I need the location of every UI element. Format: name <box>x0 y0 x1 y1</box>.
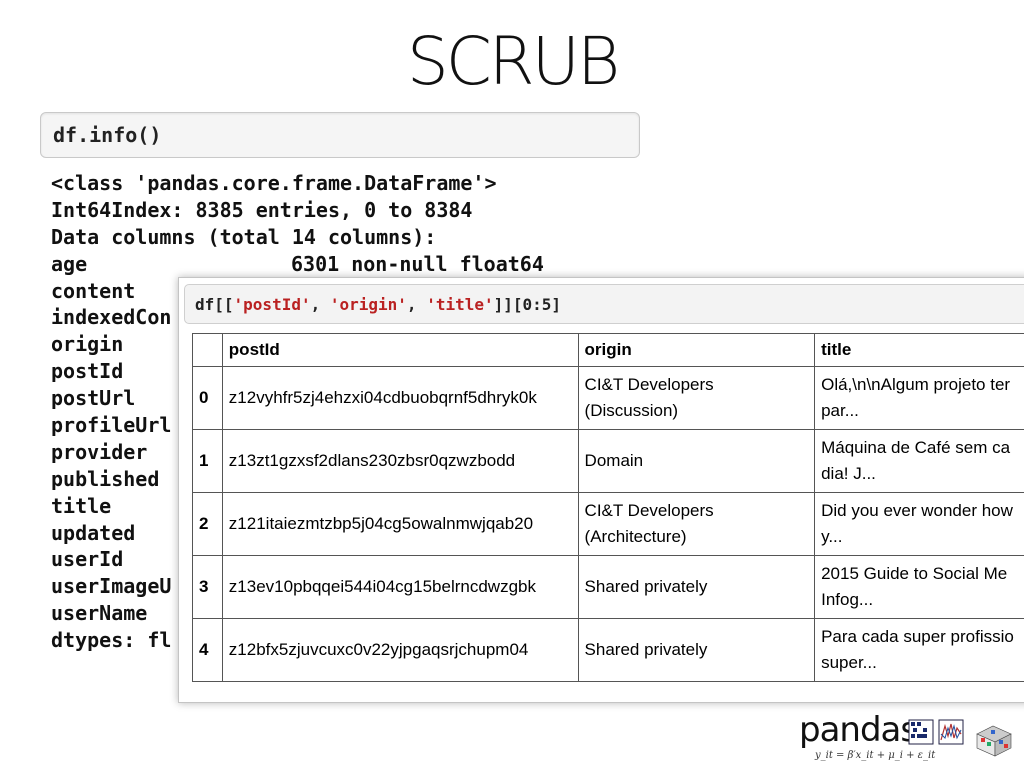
origin-line: CI&T Developers <box>584 501 714 520</box>
pandas-wordmark: pandas <box>799 710 918 750</box>
pandas-logo: pandas y_it = β′x_it + μ_i + ε_it <box>797 708 1024 768</box>
origin-line: CI&T Developers <box>584 375 714 394</box>
info-column-row: origin <box>51 331 544 358</box>
pandas-equation: y_it = β′x_it + μ_i + ε_it <box>815 750 936 761</box>
code-prefix: df[[ <box>195 295 234 314</box>
table-header-row: postId origin title <box>192 333 1024 367</box>
cell-origin: CI&T Developers (Architecture) <box>577 492 816 556</box>
header-origin: origin <box>577 333 816 367</box>
header-index <box>192 333 223 367</box>
title-line: super... <box>821 653 877 672</box>
title-line: Olá,\n\nAlgum projeto ter <box>821 375 1011 394</box>
origin-line: Shared privately <box>584 640 708 659</box>
row-index: 2 <box>192 492 223 556</box>
code-separator: , <box>310 295 330 314</box>
row-index: 3 <box>192 555 223 619</box>
cell-postid: z12vyhfr5zj4ehzxi04cdbuobqrnf5dhryk0k <box>221 366 579 430</box>
origin-line: Domain <box>584 451 644 470</box>
cell-postid: z13ev10pbqqei544i04cg15belrncdwzgbk <box>221 555 579 619</box>
table-row: 0 z12vyhfr5zj4ehzxi04cdbuobqrnf5dhryk0k … <box>192 366 1024 430</box>
info-output: <class 'pandas.core.frame.DataFrame'> In… <box>51 170 544 654</box>
origin-line: Shared privately <box>584 577 708 596</box>
info-column-row: content <box>51 278 544 305</box>
info-columns-line: Data columns (total 14 columns): <box>51 224 437 249</box>
info-column-name: indexedCon <box>51 305 172 330</box>
row-index: 1 <box>192 429 223 493</box>
info-column-row: indexedCon <box>51 304 544 331</box>
cell-origin: CI&T Developers (Discussion) <box>577 366 816 430</box>
origin-line: (Discussion) <box>584 401 679 420</box>
code-text: df[['postId', 'origin', 'title']][0:5] <box>195 295 561 314</box>
title-line: Para cada super profissio <box>821 627 1014 646</box>
title-line: Máquina de Café sem ca <box>821 438 1011 457</box>
cell-origin: Shared privately <box>577 555 816 619</box>
title-line: 2015 Guide to Social Me <box>821 564 1008 583</box>
title-line: Did you ever wonder how <box>821 501 1013 520</box>
dataframe-screenshot-panel: df[['postId', 'origin', 'title']][0:5] p… <box>178 277 1024 703</box>
pandas-chart-thumbnails-icon <box>908 719 1012 757</box>
table-row: 2 z121itaiezmtzbp5j04cg5owalnmwjqab20 CI… <box>192 492 1024 556</box>
table-row: 1 z13zt1gzxsf2dlans230zbsr0qzwzbodd Doma… <box>192 429 1024 493</box>
info-column-row: provider <box>51 439 544 466</box>
info-class-line: <class 'pandas.core.frame.DataFrame'> <box>51 171 497 195</box>
cell-postid: z13zt1gzxsf2dlans230zbsr0qzwzbodd <box>221 429 579 493</box>
cell-title: Did you ever wonder how y... <box>814 492 1024 556</box>
info-column-row: published <box>51 466 544 493</box>
header-title: title <box>814 333 1024 367</box>
info-column-row: age 6301 non-null float64 <box>51 251 544 278</box>
info-column-name: provider <box>51 439 148 464</box>
cell-title: Máquina de Café sem ca dia! J... <box>814 429 1024 493</box>
info-index-line: Int64Index: 8385 entries, 0 to 8384 <box>51 197 473 222</box>
info-column-row: userName <box>51 600 544 627</box>
info-column-row: userId <box>51 546 544 573</box>
info-column-name: origin <box>51 332 124 357</box>
title-line: Infog... <box>821 590 874 609</box>
code-text: df.info() <box>53 123 162 147</box>
table-row: 4 z12bfx5zjuvcuxc0v22yjpgaqsrjchupm04 Sh… <box>192 618 1024 682</box>
info-column-name: published <box>51 466 160 491</box>
info-column-detail: 6301 non-null float64 <box>291 251 544 276</box>
cell-title: Para cada super profissio super... <box>814 618 1024 682</box>
slide-title: SCRUB <box>406 23 620 100</box>
info-column-row: title <box>51 493 544 520</box>
info-column-name: userId <box>51 547 124 572</box>
dataframe-table: postId origin title 0 z12vyhfr5zj4ehzxi0… <box>192 333 1024 682</box>
info-column-name: postId <box>51 359 124 384</box>
info-column-name: userImageU <box>51 574 172 599</box>
info-column-name: content <box>51 278 136 303</box>
code-cell-info-input[interactable]: df.info() <box>40 112 640 158</box>
info-column-name: title <box>51 493 112 518</box>
code-suffix: ]][0:5] <box>493 295 562 314</box>
code-string-title: 'title' <box>426 295 494 314</box>
info-column-row: postUrl <box>51 385 544 412</box>
cell-postid: z12bfx5zjuvcuxc0v22yjpgaqsrjchupm04 <box>221 618 579 682</box>
cell-postid: z121itaiezmtzbp5j04cg5owalnmwjqab20 <box>221 492 579 556</box>
code-separator: , <box>406 295 427 314</box>
info-column-row: userImageU <box>51 573 544 600</box>
info-column-row: updated <box>51 520 544 547</box>
code-string-postid: 'postId' <box>233 295 311 314</box>
info-column-name: postUrl <box>51 386 136 411</box>
info-column-name: profileUrl <box>51 413 172 438</box>
info-column-name: age <box>51 251 88 276</box>
code-string-origin: 'origin' <box>329 295 407 314</box>
info-column-name: updated <box>51 520 136 545</box>
cell-origin: Shared privately <box>577 618 816 682</box>
header-postid: postId <box>221 333 579 367</box>
info-dtypes-line: dtypes: fl <box>51 628 172 653</box>
cell-origin: Domain <box>577 429 816 493</box>
table-row: 3 z13ev10pbqqei544i04cg15belrncdwzgbk Sh… <box>192 555 1024 619</box>
title-line: y... <box>821 527 843 546</box>
origin-line: (Architecture) <box>584 527 687 546</box>
title-line: par... <box>821 401 859 420</box>
title-line: dia! J... <box>821 464 876 483</box>
info-column-row: profileUrl <box>51 412 544 439</box>
info-column-row: postId <box>51 358 544 385</box>
info-column-name: userName <box>51 601 148 626</box>
cell-title: 2015 Guide to Social Me Infog... <box>814 555 1024 619</box>
cell-title: Olá,\n\nAlgum projeto ter par... <box>814 366 1024 430</box>
row-index: 0 <box>192 366 223 430</box>
code-cell-slice-input[interactable]: df[['postId', 'origin', 'title']][0:5] <box>184 284 1024 324</box>
row-index: 4 <box>192 618 223 682</box>
